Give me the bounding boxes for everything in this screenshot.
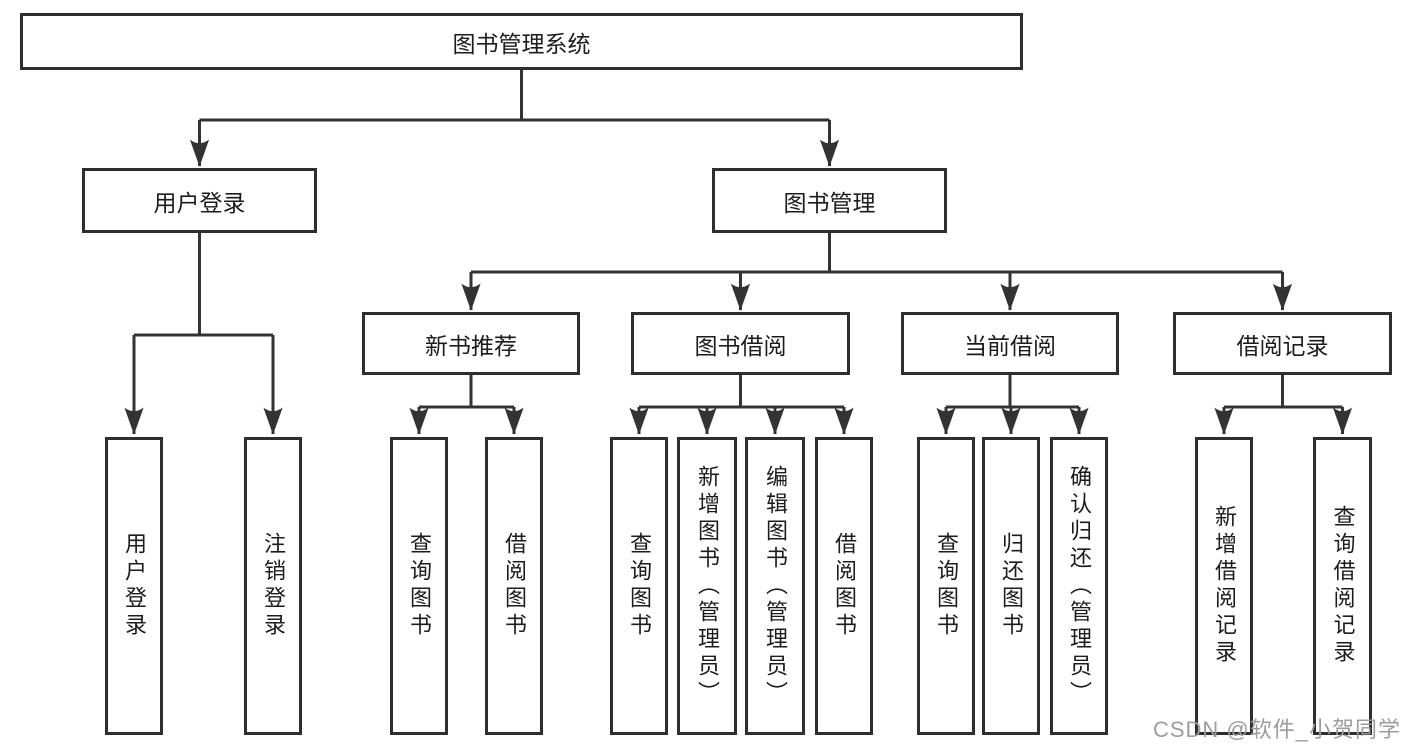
node-borrowing-records-label: 借阅记录: [1236, 332, 1329, 359]
leaf-query-borrow-record-label: 查询借阅记录: [1330, 505, 1356, 667]
leaf-logout-label: 注销登录: [261, 532, 286, 640]
leaf-return-books: 归还图书: [982, 437, 1040, 735]
node-current-borrowing-label: 当前借阅: [964, 332, 1056, 359]
leaf-query-books-recommend: 查询图书: [390, 437, 448, 735]
node-new-book-recommend-label: 新书推荐: [425, 332, 517, 359]
node-book-management-label: 图书管理: [783, 189, 876, 216]
node-user-login: 用户登录: [82, 168, 317, 233]
node-new-book-recommend: 新书推荐: [362, 312, 580, 375]
leaf-logout: 注销登录: [244, 437, 302, 735]
leaf-query-books-current-label: 查询图书: [934, 532, 959, 640]
leaf-confirm-return-admin: 确认归还（管理员）: [1050, 437, 1108, 735]
leaf-borrow-books-recommend: 借阅图书: [485, 437, 543, 735]
node-book-borrowing-label: 图书借阅: [694, 332, 787, 359]
leaf-borrow-books-borrowing-label: 借阅图书: [832, 532, 857, 640]
leaf-confirm-return-admin-label: 确认归还（管理员）: [1067, 464, 1092, 708]
leaf-user-login-label: 用户登录: [122, 532, 147, 640]
node-borrowing-records: 借阅记录: [1173, 312, 1392, 375]
leaf-edit-book-admin-label: 编辑图书（管理员）: [763, 464, 788, 708]
leaf-add-book-admin: 新增图书（管理员）: [677, 437, 737, 735]
leaf-borrow-books-recommend-label: 借阅图书: [502, 532, 527, 640]
leaf-add-borrow-record-label: 新增借阅记录: [1212, 505, 1237, 667]
node-library-system: 图书管理系统: [20, 13, 1023, 70]
node-book-borrowing: 图书借阅: [631, 312, 850, 375]
leaf-add-book-admin-label: 新增图书（管理员）: [695, 464, 720, 708]
leaf-query-books-recommend-label: 查询图书: [407, 532, 432, 640]
leaf-query-books-current: 查询图书: [917, 437, 975, 735]
leaf-add-borrow-record: 新增借阅记录: [1195, 437, 1253, 735]
watermark: CSDN @软件_小贺同学: [1152, 717, 1401, 742]
leaf-query-borrow-record: 查询借阅记录: [1313, 437, 1372, 735]
leaf-edit-book-admin: 编辑图书（管理员）: [745, 437, 805, 735]
leaf-user-login: 用户登录: [105, 437, 163, 735]
node-library-system-label: 图书管理系统: [452, 30, 591, 57]
leaf-borrow-books-borrowing: 借阅图书: [815, 437, 873, 735]
leaf-return-books-label: 归还图书: [999, 532, 1024, 640]
connector-group: [124, 69, 1353, 435]
leaf-query-books-borrowing: 查询图书: [610, 437, 668, 735]
node-book-management: 图书管理: [712, 168, 947, 233]
node-current-borrowing: 当前借阅: [901, 312, 1119, 375]
node-user-login-label: 用户登录: [153, 189, 246, 216]
leaf-query-books-borrowing-label: 查询图书: [627, 532, 652, 640]
